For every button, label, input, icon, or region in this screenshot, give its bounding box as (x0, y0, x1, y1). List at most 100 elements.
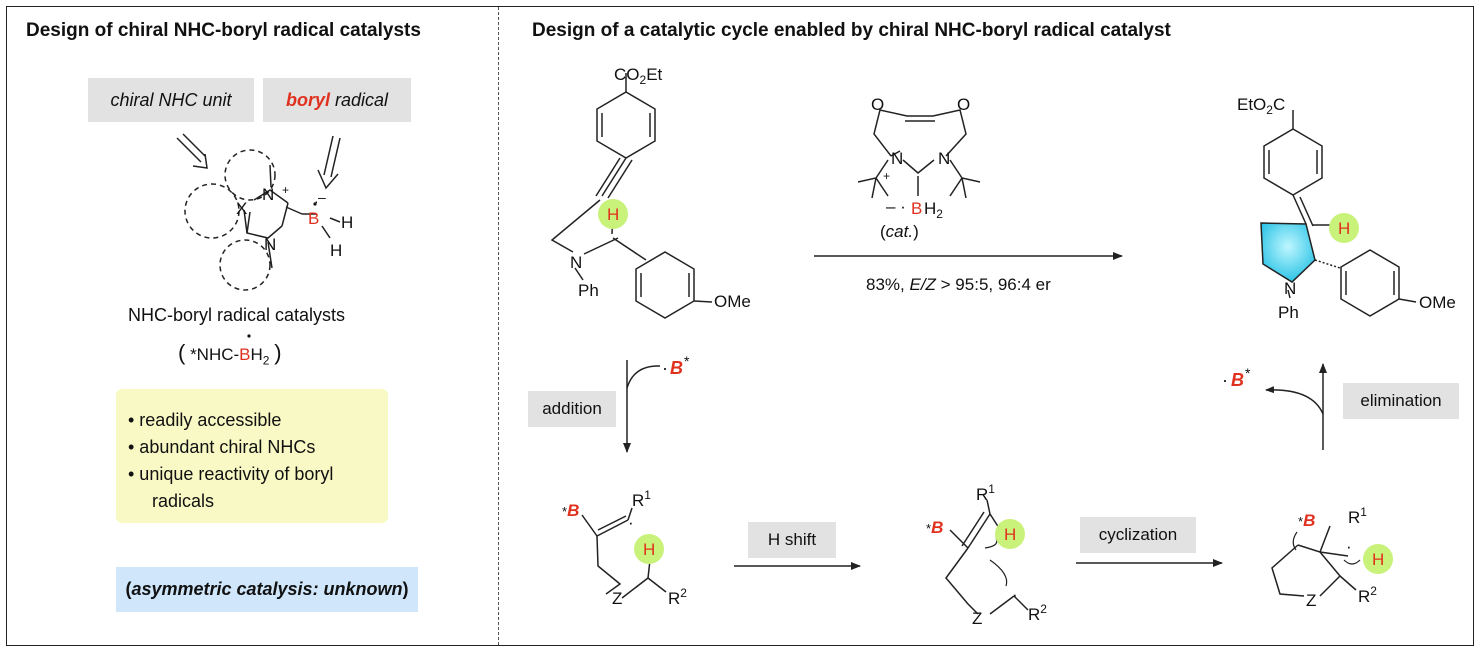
svg-text:Ph: Ph (1278, 303, 1299, 322)
substrate-structure (550, 73, 713, 319)
svg-text:O: O (871, 95, 884, 114)
svg-text:B: B (1231, 370, 1244, 390)
svg-text:*B: *B (926, 518, 943, 537)
h-shift-step-label: H shift (748, 522, 836, 558)
h-highlight (1329, 213, 1359, 243)
feature-item: • abundant chiral NHCs (128, 437, 316, 457)
svg-text:·: · (314, 193, 319, 209)
svg-text:R2: R2 (1358, 584, 1377, 606)
h-highlight (634, 534, 664, 564)
elimination-text: elimination (1360, 391, 1442, 410)
svg-text:·: · (1346, 537, 1352, 556)
vinyl-radical-intermediate (581, 507, 667, 599)
formula-nhc: *NHC- (190, 345, 240, 364)
feature-item: radicals (152, 491, 215, 511)
chiral-unit-hollow-arrow (176, 133, 208, 169)
radical-word: radical (329, 89, 389, 110)
svg-text:H: H (1004, 525, 1016, 544)
boryl-word: boryl (285, 89, 330, 110)
elimination-step-label: elimination (1343, 383, 1459, 419)
svg-text:H: H (1372, 550, 1384, 569)
unknown-box: (asymmetric catalysis: unknown) (116, 567, 418, 612)
feature-item: • unique reactivity of boryl (128, 464, 334, 484)
radical-dot (247, 334, 251, 338)
svg-text:B: B (670, 358, 683, 378)
catalyst-boron: B (911, 199, 922, 218)
svg-text:N: N (938, 149, 950, 168)
conditions-yield: 83%, (866, 275, 910, 294)
chiral-dashed-arc (184, 183, 240, 239)
svg-text:R1: R1 (632, 488, 651, 510)
svg-text:+: + (883, 169, 890, 183)
svg-text:*B: *B (562, 501, 579, 520)
panel-divider (498, 7, 499, 645)
svg-text:·: · (1012, 585, 1018, 604)
boryl-hollow-arrow (317, 135, 341, 190)
svg-text:Z: Z (972, 609, 982, 628)
svg-text:OMe: OMe (1419, 293, 1456, 312)
conditions-ez: E/Z (909, 275, 936, 294)
svg-text:H: H (330, 241, 342, 260)
boron-atom: B (308, 209, 319, 228)
eto2c-label: EtO2C (1237, 95, 1285, 117)
nhc-boryl-structure (176, 133, 341, 291)
formula-hydrogen: H (250, 345, 263, 364)
svg-text:R2: R2 (668, 586, 687, 608)
svg-text:+: + (282, 183, 289, 197)
chiral-dashed-arc (224, 149, 276, 201)
svg-text:R2: R2 (1028, 602, 1047, 624)
svg-text:N: N (891, 149, 903, 168)
svg-text:H: H (643, 540, 655, 559)
chiral-nhc-tag-text: chiral NHC unit (110, 89, 232, 110)
cyclization-step-label: cyclization (1080, 517, 1196, 553)
n-atom: N (262, 185, 274, 204)
svg-text:OMe: OMe (714, 292, 751, 311)
svg-text:Z: Z (1306, 591, 1316, 610)
svg-text:·: · (1222, 370, 1228, 390)
product-structure (1260, 110, 1417, 317)
cyclized-intermediate (1271, 525, 1361, 597)
formula-boron: B (239, 345, 251, 364)
svg-text:·: · (628, 513, 634, 532)
h-shift-text: H shift (767, 530, 817, 549)
svg-text:*: * (1245, 365, 1251, 381)
co2et-label: CO2Et (614, 65, 663, 87)
h-highlight (598, 199, 628, 229)
svg-text:H: H (341, 213, 353, 232)
boryl-radical-tag: boryl radical (263, 78, 411, 122)
hydrogen-atom: H (607, 205, 619, 224)
catalyst-cat-label: (cat.) (880, 222, 919, 241)
h-highlight (995, 519, 1025, 549)
addition-step-label: addition (528, 391, 616, 427)
svg-text:·: · (662, 358, 668, 378)
reaction-conditions: 83%, E/Z > 95:5, 96:4 er (866, 275, 1051, 295)
svg-text:R1: R1 (976, 482, 995, 504)
n-atom: N (264, 235, 276, 254)
conditions-selectivity: > 95:5, 96:4 er (935, 275, 1051, 294)
chiral-dashed-arc (219, 239, 271, 291)
figure-frame (6, 6, 1474, 646)
svg-text:O: O (957, 95, 970, 114)
unknown-text: asymmetric catalysis: unknown (131, 579, 403, 599)
catalyst-formula: ( *NHC-BH2 ) (178, 340, 282, 368)
catalysts-caption: NHC-boryl radical catalysts (128, 305, 346, 325)
cat-text: cat. (885, 222, 914, 241)
svg-text:N: N (570, 253, 582, 272)
svg-text:– ·: – · (886, 197, 906, 216)
formula-subscript: 2 (262, 353, 270, 368)
svg-text:*: * (684, 353, 690, 369)
svg-text:N: N (1284, 279, 1296, 298)
svg-text:R1: R1 (1348, 505, 1367, 527)
svg-text:H2: H2 (924, 199, 943, 221)
svg-text:Ph: Ph (578, 281, 599, 300)
svg-text:H: H (1338, 219, 1350, 238)
feature-item: • readily accessible (128, 410, 282, 430)
catalyst-structure (857, 109, 981, 199)
x-atom: X (236, 199, 247, 218)
right-panel-title: Design of a catalytic cycle enabled by c… (532, 20, 1171, 41)
svg-text:–: – (318, 189, 326, 205)
svg-text:Z: Z (612, 589, 622, 608)
h-highlight (1363, 544, 1393, 574)
cyclization-text: cyclization (1098, 525, 1178, 544)
